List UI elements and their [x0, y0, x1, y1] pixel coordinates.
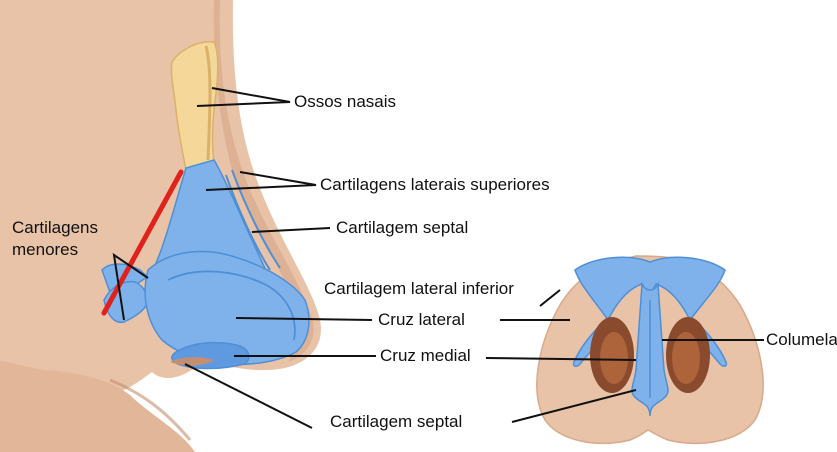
label-nasal-bones: Ossos nasais — [294, 92, 396, 112]
label-columella: Columela — [766, 330, 837, 350]
label-septal-cartilage-lower: Cartilagem septal — [330, 412, 462, 432]
label-septal-cartilage-upper: Cartilagem septal — [336, 218, 468, 238]
label-medial-crus: Cruz medial — [380, 346, 471, 366]
leader-septal-lower-side — [185, 364, 312, 428]
label-minor-cartilages-line1: Cartilagens — [12, 218, 98, 238]
label-upper-lateral-cartilages: Cartilagens laterais superiores — [320, 175, 550, 195]
leader-lower-lateral — [540, 290, 560, 306]
label-lateral-crus: Cruz lateral — [378, 310, 465, 330]
nose-base-view-illustration — [537, 256, 763, 443]
base-view-nostril-left-inner — [600, 332, 628, 384]
label-minor-cartilages-line2: menores — [12, 240, 78, 260]
label-lower-lateral-cartilage: Cartilagem lateral inferior — [324, 279, 514, 299]
